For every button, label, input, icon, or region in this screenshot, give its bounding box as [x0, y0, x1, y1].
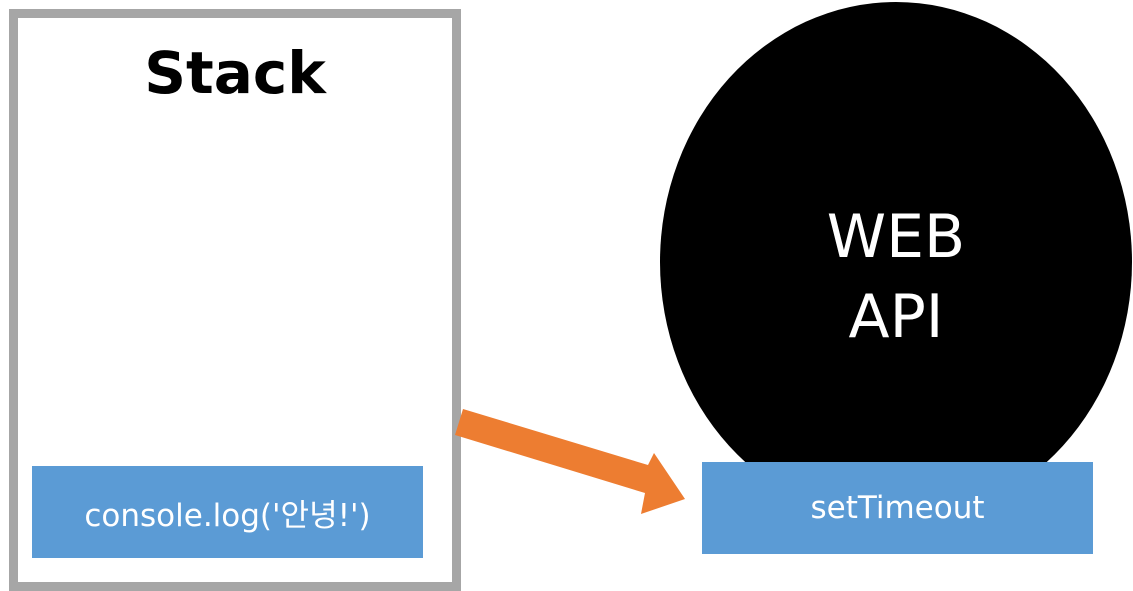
- web-api-circle: WEB API: [660, 2, 1132, 522]
- stack-title: Stack: [144, 39, 326, 107]
- web-api-label: WEB API: [660, 197, 1132, 357]
- stack-panel: Stack console.log('안녕!'): [9, 9, 461, 591]
- web-api-label-line-1: WEB: [826, 202, 966, 272]
- stack-frame-console-log: console.log('안녕!'): [32, 466, 423, 558]
- web-api-settimeout-block: setTimeout: [702, 462, 1093, 554]
- right-down-arrow-icon: [455, 409, 685, 514]
- arrow-shape: [455, 409, 685, 514]
- web-api-label-line-2: API: [848, 282, 944, 352]
